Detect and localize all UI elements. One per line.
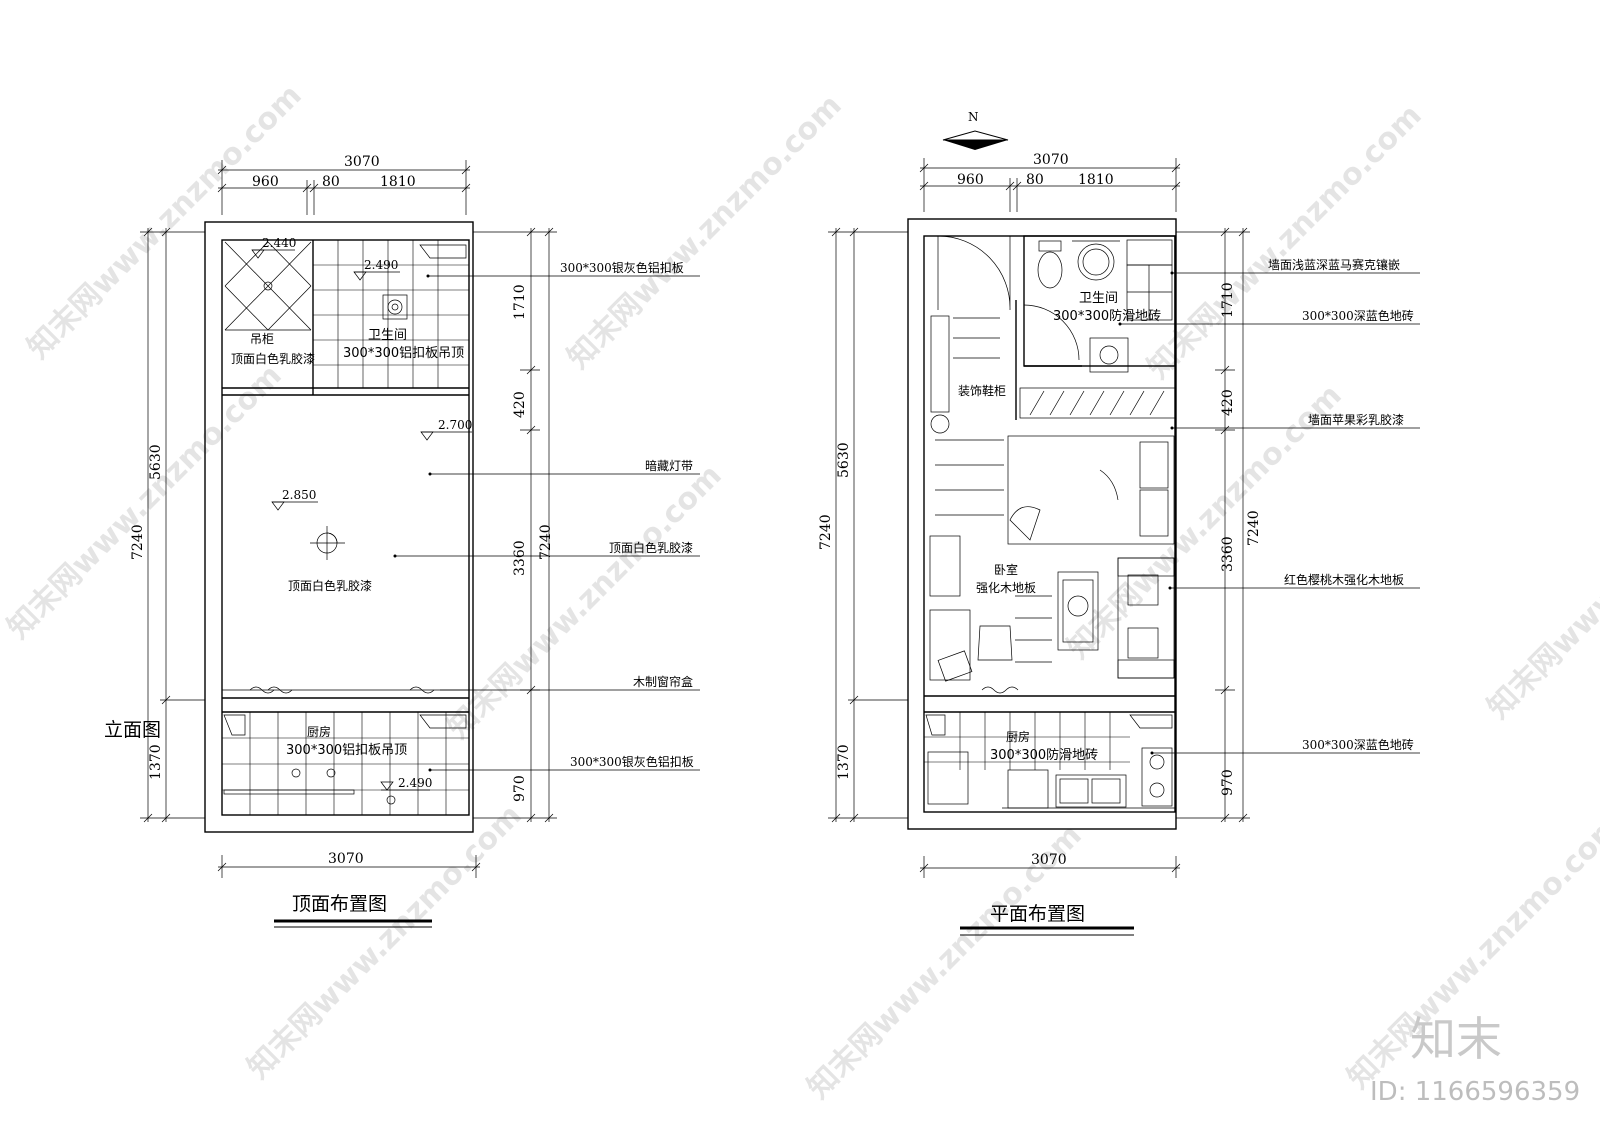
floor-plan-title: 平面布置图 [990, 903, 1085, 925]
callout-floor-3: 墙面苹果彩乳胶漆 [1308, 412, 1404, 427]
watermark-text: 知末网www.znzmo.com [561, 88, 849, 376]
desk-icon [929, 609, 971, 681]
fridge-icon [927, 751, 969, 805]
bed-icon [1007, 435, 1175, 545]
dim-right-seg-3: 3360 [512, 540, 528, 576]
elev-2440: 2.440 [262, 236, 296, 250]
coffee-table-icon [1057, 571, 1099, 651]
dim-top-seg-2: 80 [322, 174, 340, 190]
label-cabinet: 吊柜 [250, 332, 274, 346]
label-cabinet-ceiling: 顶面白色乳胶漆 [231, 351, 315, 366]
label-bath: 卫生间 [368, 328, 407, 343]
label-kitchen-ceiling: 300*300铝扣板吊顶 [286, 743, 407, 758]
callout-ceiling-2: 暗藏灯带 [645, 458, 693, 473]
plan-label-bedroom-floor: 强化木地板 [976, 581, 1036, 595]
curtain-icon [981, 686, 1019, 694]
elev-2490-top: 2.490 [364, 258, 398, 272]
sink-icon [1072, 240, 1120, 281]
plan-dim-right-total: 7240 [1246, 510, 1262, 546]
kitchen-ceiling-tiles [222, 712, 469, 815]
dish-rack-icon [1007, 769, 1049, 809]
stove-icon [1141, 747, 1173, 807]
plan-label-bedroom: 卧室 [994, 562, 1018, 577]
dim-right-seg-1: 1710 [512, 284, 528, 320]
kitchen-floor-tiles [924, 712, 1130, 770]
plan-dim-left-total: 7240 [818, 514, 834, 550]
callout-ceiling-1: 300*300银灰色铝扣板 [560, 260, 684, 275]
plan-dim-left-lower: 1370 [836, 744, 852, 780]
partial-title: 立面图 [104, 719, 161, 741]
plan-label-kitchen-floor: 300*300防滑地砖 [990, 747, 1098, 763]
dim-left-lower: 1370 [148, 744, 164, 780]
dim-left-upper: 5630 [148, 444, 164, 480]
north-arrow-icon: N [942, 110, 1009, 150]
toilet-icon [1037, 240, 1063, 289]
plan-dim-right-seg-2: 420 [1220, 389, 1236, 416]
dim-left-total: 7240 [130, 524, 146, 560]
plan-dim-top-total: 3070 [1033, 152, 1069, 168]
plan-dim-right-seg-4: 970 [1220, 769, 1236, 796]
bath-ceiling-tiles [313, 240, 469, 388]
tv-cabinet-icon [929, 535, 961, 597]
plan-dim-top-seg-1: 960 [957, 172, 984, 188]
watermark-text: 知末网www.znzmo.com [1141, 98, 1429, 386]
ceiling-plan-title: 顶面布置图 [292, 893, 387, 915]
callout-floor-2: 300*300深蓝色地砖 [1302, 308, 1414, 323]
plan-dim-bottom-total: 3070 [1031, 852, 1067, 868]
watermark-text: 知末网www.znzmo.com [1481, 438, 1600, 726]
plan-dim-right-seg-3: 3360 [1220, 536, 1236, 572]
callout-floor-1: 墙面浅蓝深蓝马赛克镶嵌 [1268, 257, 1400, 272]
shoe-cabinet [930, 315, 950, 413]
dim-right-seg-2: 420 [512, 391, 528, 418]
plan-label-shoe: 装饰鞋柜 [958, 383, 1006, 398]
callout-floor-4: 红色樱桃木强化木地板 [1284, 572, 1404, 587]
dim-right-total: 7240 [538, 524, 554, 560]
kitchen-sink-icon [1055, 774, 1127, 808]
floor-plan: N 3070 960 80 1810 [818, 110, 1420, 936]
dim-top-seg-3: 1810 [380, 174, 416, 190]
wardrobe-strip [1019, 387, 1176, 419]
bath-door-icon [1023, 304, 1080, 361]
elev-2850: 2.850 [282, 488, 316, 502]
label-bath-ceiling: 300*300铝扣板吊顶 [343, 346, 464, 361]
elev-2490-bottom: 2.490 [398, 776, 432, 790]
plan-dim-right-seg-1: 1710 [1220, 282, 1236, 318]
plan-label-bath: 卫生间 [1079, 291, 1118, 306]
watermark-text: 知末网www.znzmo.com [441, 458, 729, 746]
washer-icon [1089, 337, 1129, 373]
watermark-text: 知末网www.znzmo.com [1061, 378, 1349, 666]
plan-dim-top-seg-3: 1810 [1078, 172, 1114, 188]
chair-icon [977, 625, 1013, 661]
ceiling-light-icon [310, 526, 345, 560]
entry-door-icon [937, 235, 1011, 311]
plan-label-bath-floor: 300*300防滑地砖 [1053, 308, 1161, 324]
sofa-icon [1117, 557, 1175, 679]
label-main-ceiling: 顶面白色乳胶漆 [288, 578, 372, 593]
watermark-id: ID: 1166596359 [1370, 1077, 1580, 1107]
callout-ceiling-4: 木制窗帘盒 [633, 674, 693, 689]
watermark-layer: 知末网www.znzmo.com 知末网www.znzmo.com 知末网www… [1, 78, 1600, 1107]
dim-top-seg-1: 960 [252, 174, 279, 190]
elev-2700: 2.700 [438, 418, 472, 432]
dim-right-seg-4: 970 [512, 775, 528, 802]
dim-bottom-total: 3070 [328, 851, 364, 867]
label-kitchen: 厨房 [307, 724, 331, 739]
laptop-icon [937, 650, 973, 682]
plant-icon [930, 414, 950, 434]
ceiling-plan: 3070 960 80 1810 [104, 154, 700, 928]
plan-label-kitchen: 厨房 [1006, 729, 1030, 744]
north-label: N [968, 110, 979, 124]
watermark-text: 知末网www.znzmo.com [1, 358, 289, 646]
plan-dim-left-upper: 5630 [836, 442, 852, 478]
callout-ceiling-3: 顶面白色乳胶漆 [609, 540, 693, 555]
dim-top-total: 3070 [344, 154, 380, 170]
callout-floor-5: 300*300深蓝色地砖 [1302, 737, 1414, 752]
plan-dim-top-seg-2: 80 [1026, 172, 1044, 188]
watermark-logo: 知末 [1410, 1012, 1502, 1066]
watermark-text: 知末网www.znzmo.com [241, 798, 529, 1086]
callout-ceiling-5: 300*300银灰色铝扣板 [570, 754, 694, 769]
